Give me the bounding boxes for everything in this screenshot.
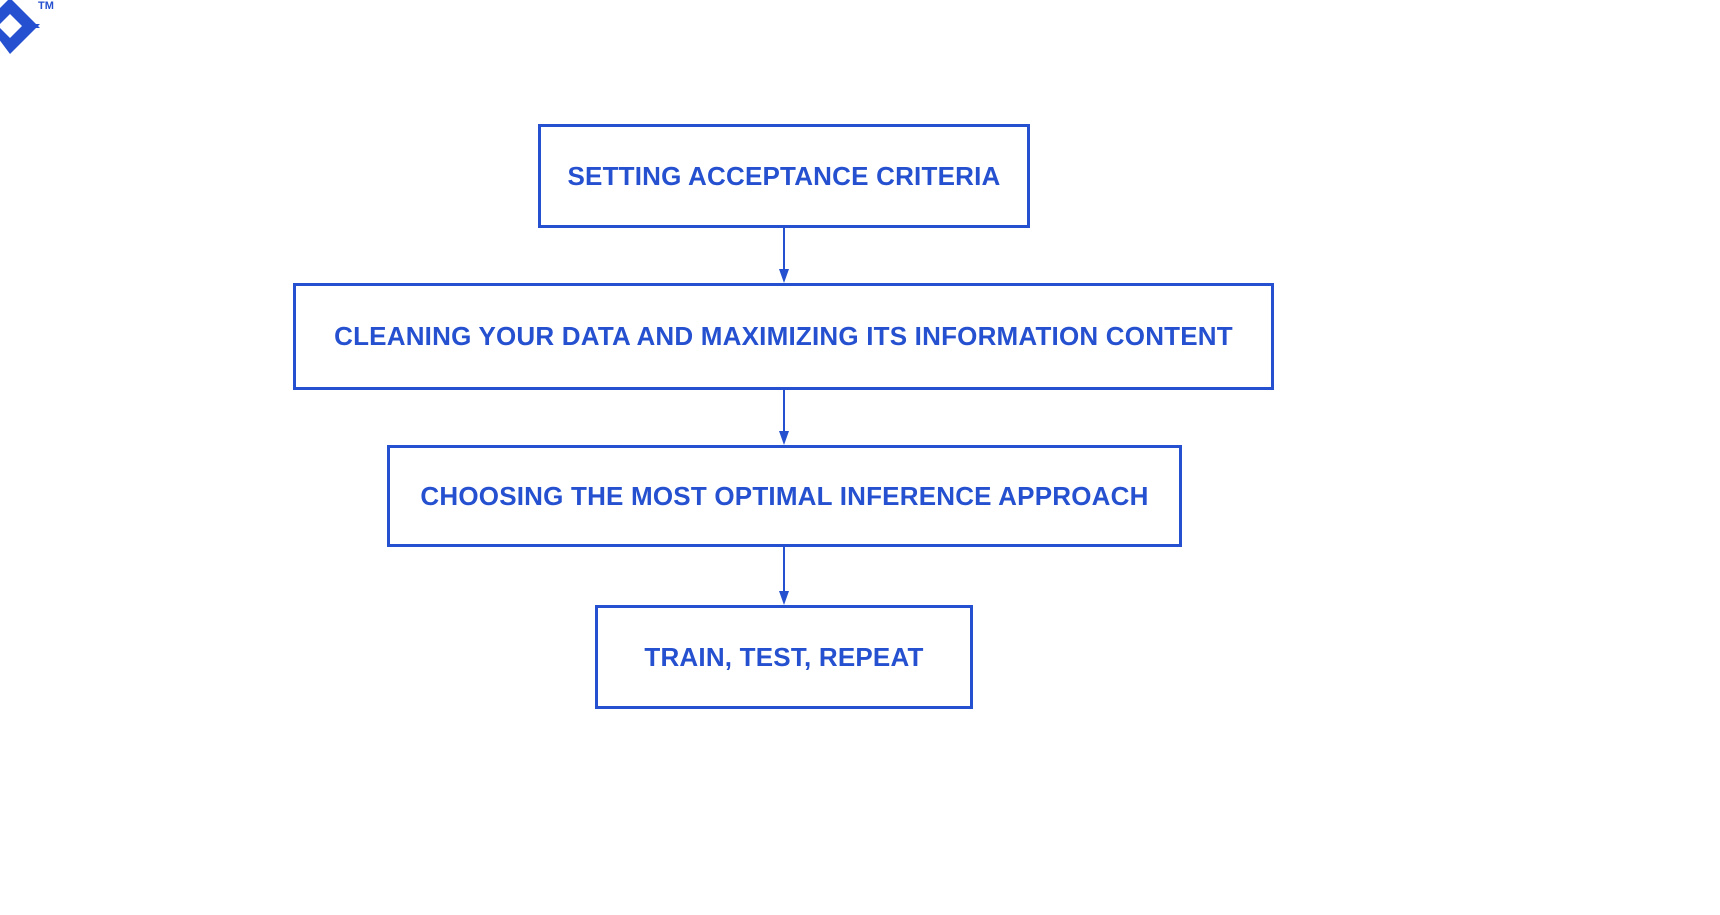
connector-line [783, 547, 785, 592]
chevron-logo-icon [0, 0, 40, 54]
flow-connector-3-4 [776, 547, 792, 605]
flow-node-choosing-inference-approach[interactable]: CHOOSING THE MOST OPTIMAL INFERENCE APPR… [387, 445, 1182, 547]
flow-node-label: TRAIN, TEST, REPEAT [644, 641, 924, 672]
arrow-down-icon [779, 431, 789, 445]
trademark-symbol: TM [38, 0, 54, 12]
brand-logo: TM [0, 0, 70, 60]
arrow-down-icon [779, 269, 789, 283]
arrow-down-icon [779, 591, 789, 605]
flow-connector-1-2 [776, 228, 792, 283]
flow-connector-2-3 [776, 390, 792, 445]
flow-node-label: SETTING ACCEPTANCE CRITERIA [567, 160, 1001, 191]
connector-line [783, 390, 785, 432]
flow-node-setting-acceptance-criteria[interactable]: SETTING ACCEPTANCE CRITERIA [538, 124, 1030, 228]
flow-node-train-test-repeat[interactable]: TRAIN, TEST, REPEAT [595, 605, 973, 709]
flow-node-label: CHOOSING THE MOST OPTIMAL INFERENCE APPR… [420, 480, 1149, 511]
connector-line [783, 228, 785, 270]
flow-node-cleaning-your-data[interactable]: CLEANING YOUR DATA AND MAXIMIZING ITS IN… [293, 283, 1274, 390]
flow-node-label: CLEANING YOUR DATA AND MAXIMIZING ITS IN… [334, 321, 1233, 351]
